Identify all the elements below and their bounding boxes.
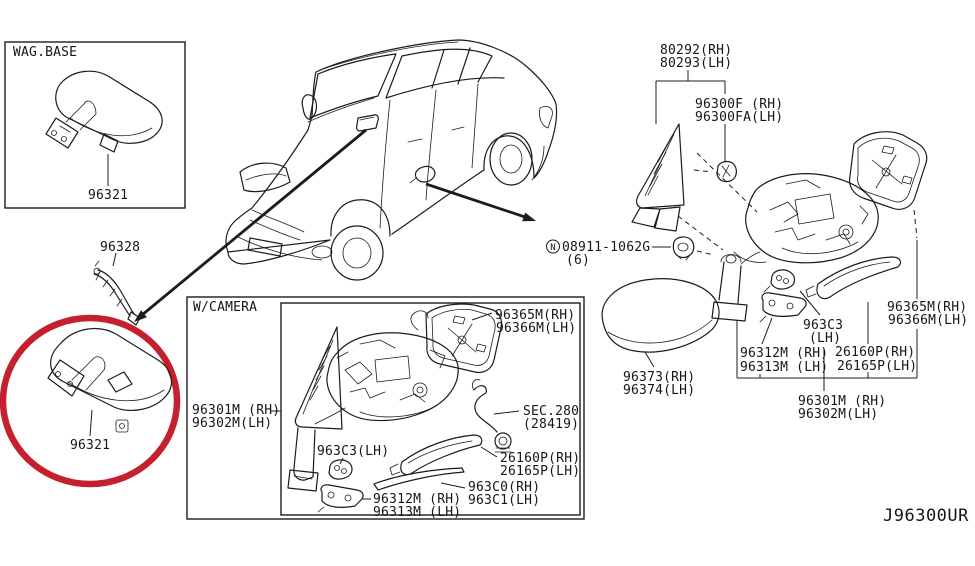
mirror-body-drawing (733, 173, 879, 264)
label-96300f: 96300F (RH) (695, 97, 783, 112)
pivot-stalk-drawing (711, 251, 761, 322)
label-96321-circled: 96321 (70, 438, 110, 453)
label-96302m-main: 96302M(LH) (798, 407, 878, 422)
label-96366m-camera: 96366M(LH) (496, 321, 576, 336)
label-nut-qty: (6) (566, 253, 590, 268)
label-96365m-camera: 96365M(RH) (495, 308, 575, 323)
label-26160p-main: 26160P(RH) (835, 345, 915, 360)
rearview-mirror-circled-drawing (47, 327, 173, 437)
label-96366m-main: 96366M(LH) (888, 313, 968, 328)
label-96321-wag: 96321 (88, 188, 128, 203)
arrow-to-circled-mirror (134, 128, 367, 322)
label-26160p-camera: 26160P(RH) (500, 451, 580, 466)
label-96365m-main: 96365M(RH) (887, 300, 967, 315)
mirror-stalk-camera (287, 427, 319, 492)
mirror-glass-camera (410, 303, 503, 374)
label-96302m-camera: 96302M(LH) (192, 416, 272, 431)
base-bracket-drawing (759, 292, 807, 323)
label-96312m-main: 96312M (RH) (740, 346, 828, 361)
label-963c3-main-l2: (LH) (809, 331, 841, 346)
sail-garnish-camera (294, 326, 343, 430)
mirror-glass-drawing (848, 131, 928, 239)
trim-strip-camera (373, 467, 466, 491)
label-96328: 96328 (100, 240, 140, 255)
label-28419: (28419) (523, 417, 579, 432)
camera-box-title: W/CAMERA (193, 300, 257, 315)
diagram-code: J96300UR (883, 506, 969, 526)
camera-variant-box (186, 296, 585, 520)
nut-drawing (546, 236, 715, 261)
interior-mirror-symbol (356, 114, 379, 132)
mirror-body-camera (314, 332, 459, 425)
label-96312m-camera: 96312M (RH) (373, 492, 461, 507)
label-96301m-camera: 96301M (RH) (192, 403, 280, 418)
main-exploded-diagram (546, 70, 928, 391)
nut-symbol-letter: N (550, 243, 555, 253)
rearview-mirror-wag-drawing (45, 70, 163, 186)
actuator-963c3-drawing (763, 269, 796, 293)
bracket-963c3-camera (328, 457, 353, 480)
camera-cable-drawing (472, 379, 520, 453)
label-963c3-main-l1: 963C3 (803, 318, 843, 333)
grommet-drawing (716, 160, 737, 183)
label-96313m-camera: 96313M (LH) (373, 505, 461, 520)
arrow-from-door-mirror (425, 182, 536, 222)
label-96373: 96373(RH) (623, 370, 695, 385)
labels: WAG.BASE 96321 96328 96321 W/CAMERA 9630… (13, 43, 969, 526)
mirror-harness-drawing (93, 252, 141, 326)
label-80292: 80292(RH) (660, 43, 732, 58)
label-bracket-80292 (655, 70, 726, 161)
label-sec280: SEC.280 (523, 404, 579, 419)
label-96300fa: 96300FA(LH) (695, 110, 783, 125)
wag-base-inset (4, 41, 186, 209)
label-96374: 96374(LH) (623, 383, 695, 398)
label-96301m-main: 96301M (RH) (798, 394, 886, 409)
base-bracket-camera (317, 484, 371, 513)
red-highlight-circle (0, 314, 181, 488)
wag-base-title: WAG.BASE (13, 45, 77, 60)
vehicle-drawing (225, 39, 558, 281)
label-26165p-camera: 26165P(LH) (500, 464, 580, 479)
label-963c0: 963C0(RH) (468, 480, 540, 495)
label-963c1: 963C1(LH) (468, 493, 540, 508)
mirror-cap-drawing (601, 278, 720, 368)
label-08911-1062g: 08911-1062G (562, 240, 650, 255)
corner-garnish-drawing (631, 123, 685, 232)
label-80293: 80293(LH) (660, 56, 732, 71)
label-963c3-camera: 963C3(LH) (317, 444, 389, 459)
signal-lamp-drawing (805, 256, 902, 300)
label-96313m-main: 96313M (LH) (740, 360, 828, 375)
label-26165p-main: 26165P(LH) (837, 359, 917, 374)
label-bracket-lines (736, 240, 918, 391)
